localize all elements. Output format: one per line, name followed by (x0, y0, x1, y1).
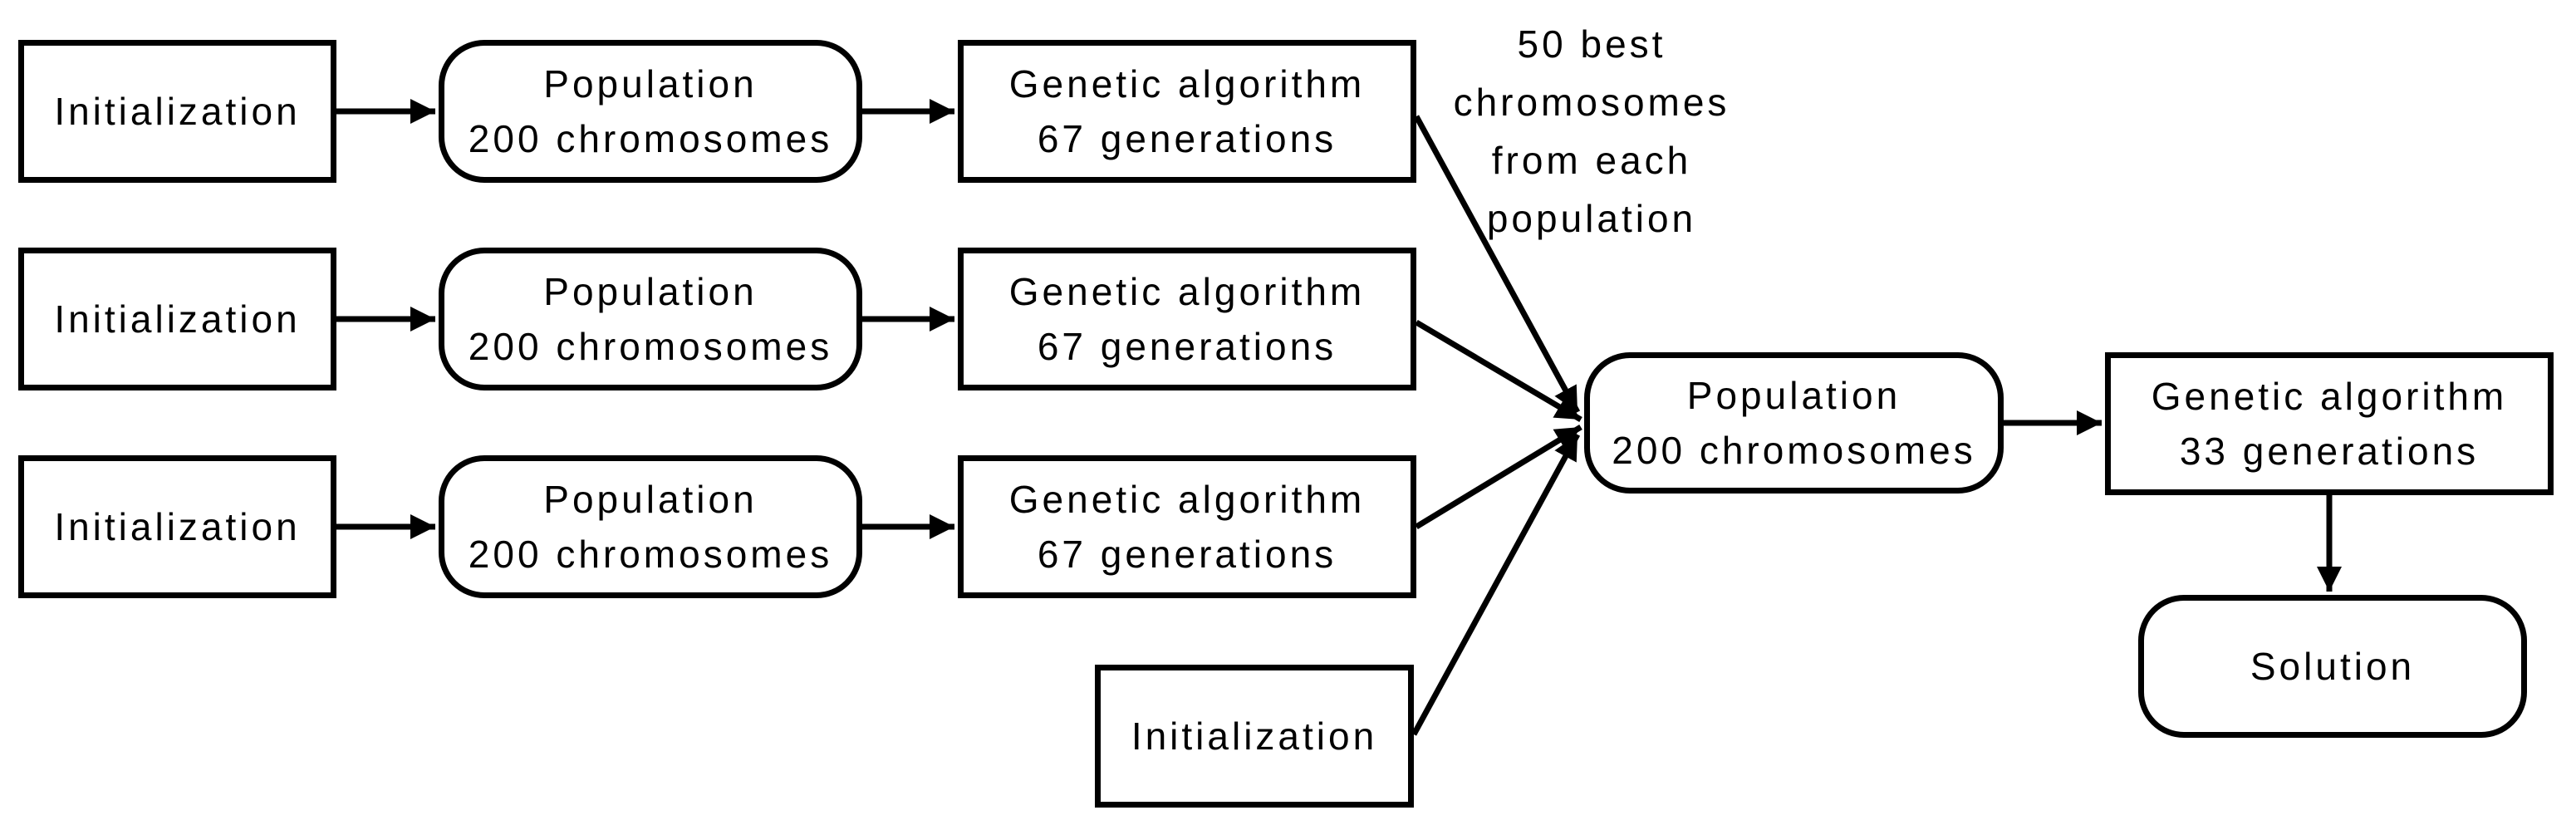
node-ga-middle: Genetic algorithm 67 generations (958, 248, 1416, 390)
node-population-middle: Population 200 chromosomes (439, 248, 862, 390)
arrow-init-extra-to-merged-population (1411, 433, 1581, 736)
node-initialization-middle: Initialization (18, 248, 336, 390)
node-population-bottom: Population 200 chromosomes (439, 455, 862, 598)
annotation-50-best-chromosomes: 50 best chromosomes from each population (1404, 15, 1779, 248)
node-initialization-extra-label: Initialization (1131, 715, 1378, 758)
node-ga-bottom-line2: 67 generations (1037, 533, 1337, 576)
node-ga-middle-line1: Genetic algorithm (1008, 270, 1366, 313)
annotation-line-4: population (1486, 197, 1697, 240)
node-population-merged-line1: Population (1686, 374, 1901, 417)
node-ga-bottom: Genetic algorithm 67 generations (958, 455, 1416, 598)
node-population-merged-line2: 200 chromosomes (1612, 429, 1976, 472)
node-initialization-bottom: Initialization (18, 455, 336, 598)
node-population-middle-line2: 200 chromosomes (468, 325, 833, 368)
annotation-line-3: from each (1491, 139, 1692, 182)
arrow-ga-middle-to-merged-population (1415, 319, 1582, 423)
annotation-line-2: chromosomes (1453, 81, 1730, 124)
node-ga-top-line2: 67 generations (1037, 117, 1337, 160)
node-ga-final-line2: 33 generations (2179, 430, 2480, 473)
node-solution-label: Solution (2250, 645, 2416, 688)
node-ga-final-line1: Genetic algorithm (2151, 375, 2508, 418)
arrow-ga-top-to-merged-population (1413, 115, 1581, 414)
node-initialization-middle-label: Initialization (54, 297, 301, 341)
node-ga-final: Genetic algorithm 33 generations (2105, 352, 2554, 495)
node-population-top: Population 200 chromosomes (439, 40, 862, 183)
node-ga-top: Genetic algorithm 67 generations (958, 40, 1416, 183)
node-ga-middle-line2: 67 generations (1037, 325, 1337, 368)
node-population-bottom-line2: 200 chromosomes (468, 533, 833, 576)
node-initialization-top-label: Initialization (54, 90, 301, 133)
node-initialization-top: Initialization (18, 40, 336, 183)
arrow-ga-bottom-to-merged-population (1415, 425, 1582, 529)
annotation-line-1: 50 best (1517, 22, 1666, 66)
node-population-top-line2: 200 chromosomes (468, 117, 833, 160)
node-population-merged: Population 200 chromosomes (1584, 352, 2004, 494)
node-population-top-line1: Population (543, 62, 758, 106)
node-initialization-bottom-label: Initialization (54, 505, 301, 548)
node-solution: Solution (2138, 595, 2527, 738)
node-ga-bottom-line1: Genetic algorithm (1008, 478, 1366, 521)
node-ga-top-line1: Genetic algorithm (1008, 62, 1366, 106)
node-initialization-extra: Initialization (1095, 665, 1414, 808)
node-population-bottom-line1: Population (543, 478, 758, 521)
node-population-middle-line1: Population (543, 270, 758, 313)
